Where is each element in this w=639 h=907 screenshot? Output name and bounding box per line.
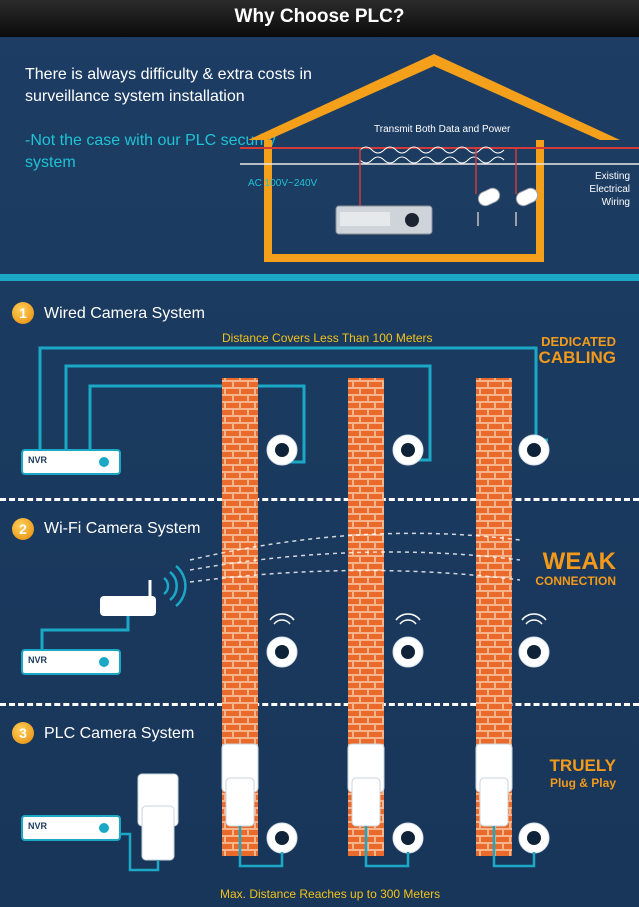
page-title: Why Choose PLC?: [234, 6, 405, 27]
section-badge-2: 2: [12, 518, 34, 540]
dashed-separator: [0, 703, 639, 706]
nvr-label-wired: NVR: [28, 455, 48, 465]
tag-connection: CONNECTION: [535, 574, 616, 588]
tag-cabling: CABLING: [538, 348, 616, 367]
distance-label-plc: Max. Distance Reaches up to 300 Meters: [220, 887, 441, 901]
distance-label-wired: Distance Covers Less Than 100 Meters: [222, 331, 433, 345]
diagram-graphics: [21, 346, 550, 872]
tag-dedicated: DEDICATED: [541, 334, 616, 349]
ac-voltage-label: AC 100V~240V: [248, 178, 318, 189]
tag-truely: TRUELY: [549, 756, 616, 775]
intro-text: There is always difficulty & extra costs…: [25, 66, 312, 105]
nvr-label-plc: NVR: [28, 821, 48, 831]
intro-highlight: -Not the case with our PLC security syst…: [25, 132, 276, 171]
tag-plug-play: Plug & Play: [549, 776, 616, 790]
section-badge-1: 1: [12, 302, 34, 324]
header-bar: [0, 0, 639, 37]
transmit-label: Transmit Both Data and Power: [374, 124, 511, 135]
tag-weak: WEAK: [542, 548, 616, 575]
section-title-plc: PLC Camera System: [44, 725, 195, 742]
section-divider: [0, 274, 639, 281]
house-diagram: [240, 54, 639, 262]
existing-wiring-label: Existing Electrical Wiring: [589, 171, 630, 208]
section-title-wifi: Wi-Fi Camera System: [44, 520, 201, 537]
nvr-label-wifi: NVR: [28, 655, 48, 665]
section-badge-3: 3: [12, 722, 34, 744]
dashed-separator: [0, 498, 639, 501]
section-title-wired: Wired Camera System: [44, 305, 205, 322]
